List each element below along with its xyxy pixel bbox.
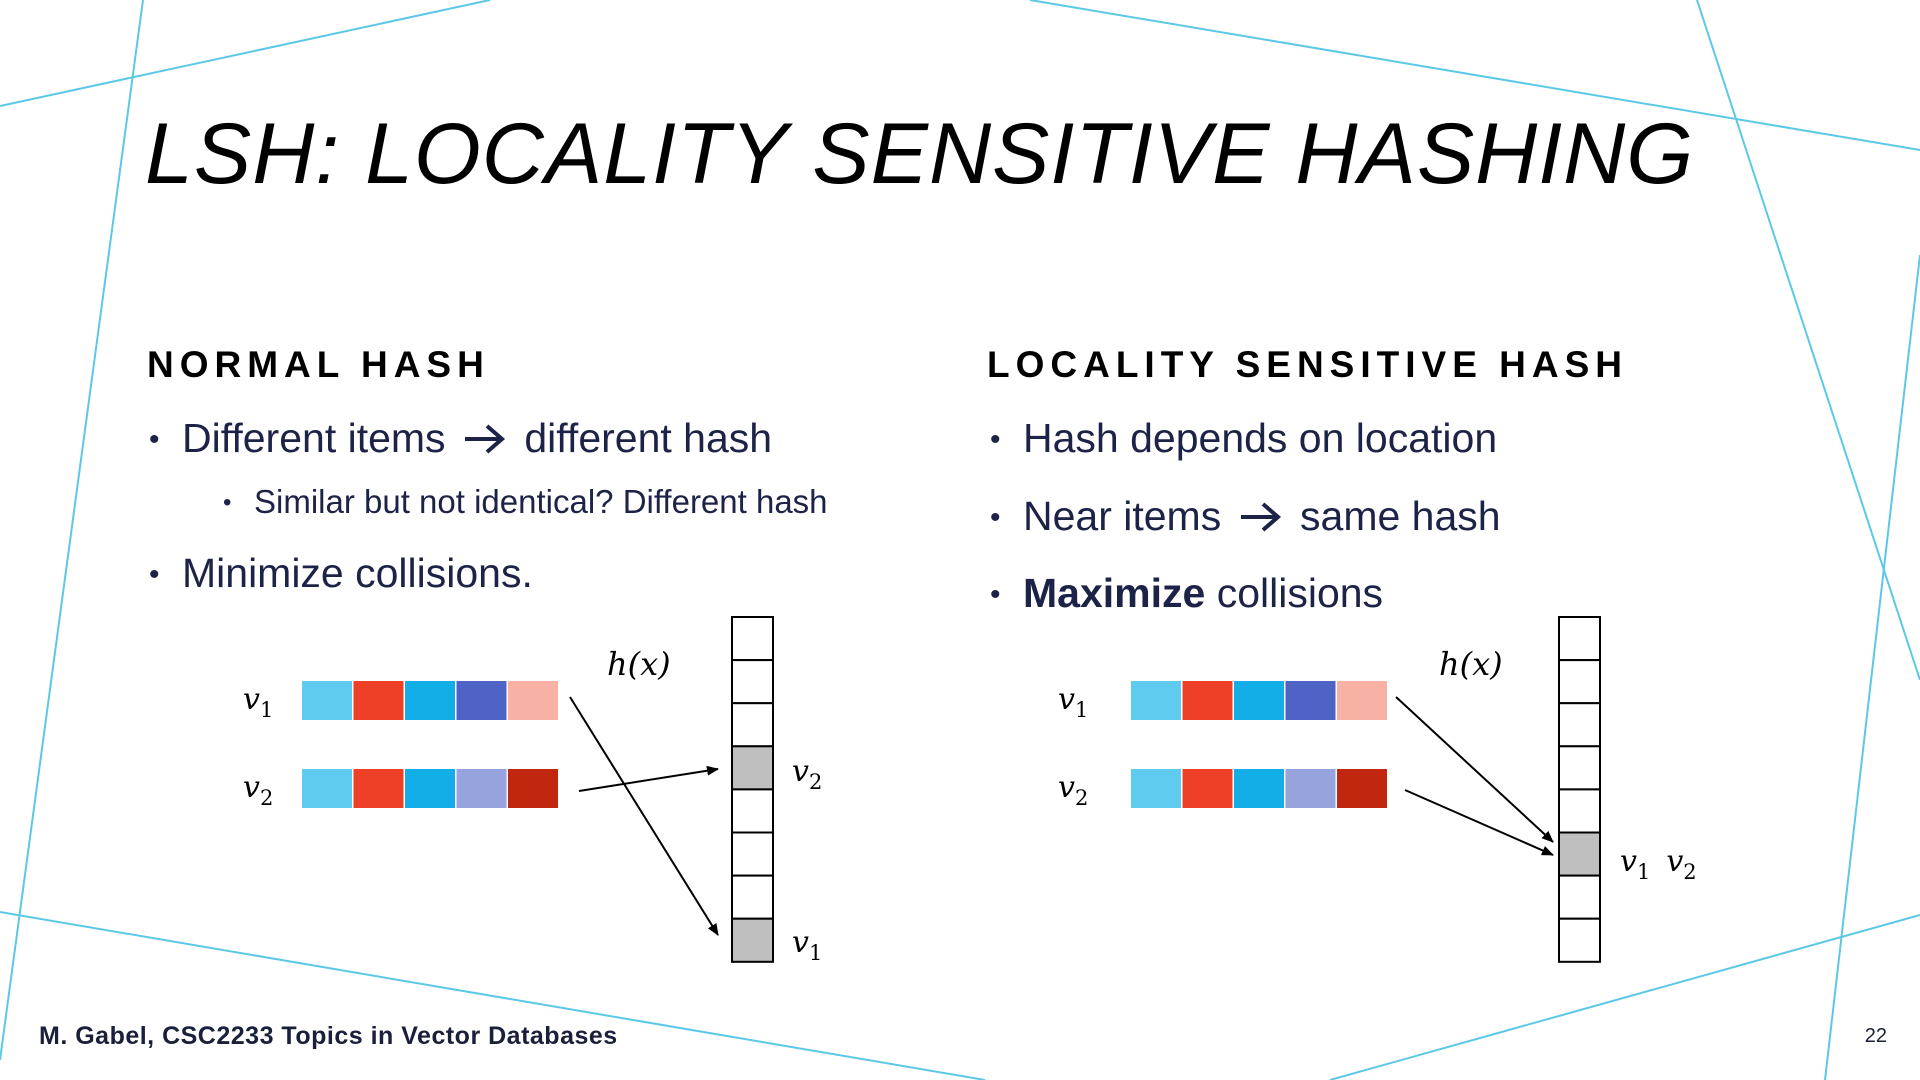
left-subbullet-1-text: Similar but not identical? Different has… xyxy=(254,483,828,520)
right-v2-hash-arrow xyxy=(1404,789,1554,856)
left-v2-vector xyxy=(302,769,558,808)
right-table-slot xyxy=(1558,745,1601,791)
right-v2-vector-cell xyxy=(1337,769,1387,808)
left-table-slot xyxy=(731,874,774,920)
slide-footer: M. Gabel, CSC2233 Topics in Vector Datab… xyxy=(39,1022,618,1050)
right-table-slot xyxy=(1558,702,1601,748)
deco-line xyxy=(1329,914,1920,1080)
left-v2-vector-cell xyxy=(353,769,404,808)
left-bullet-1-text-b: different hash xyxy=(524,415,773,461)
right-v1-vector-cell xyxy=(1131,681,1181,720)
right-bullet-3: • Maximize collisions xyxy=(990,570,1384,617)
left-table-slot xyxy=(731,616,774,662)
right-bullet-3-rest: collisions xyxy=(1205,570,1384,616)
left-bullet-2: • Minimize collisions. xyxy=(149,550,533,597)
left-v2-label: v2 xyxy=(243,770,273,810)
left-v1-hash-arrow xyxy=(569,696,719,936)
deco-line xyxy=(1696,0,1920,681)
right-heading: LOCALITY SENSITIVE HASH xyxy=(987,344,1628,385)
right-bullet-2: • Near items same hash xyxy=(990,493,1501,540)
left-hash-label: h(x) xyxy=(607,645,671,683)
left-subbullet-1: • Similar but not identical? Different h… xyxy=(223,483,828,521)
left-v2-vector-cell xyxy=(405,769,455,808)
right-hash-label: h(x) xyxy=(1439,645,1503,683)
deco-line xyxy=(1029,0,1920,151)
right-bullet-2-text-b: same hash xyxy=(1300,493,1501,539)
left-slot-label-v2: v2 xyxy=(792,754,822,794)
left-slot-label-v1: v1 xyxy=(792,925,822,965)
left-v1-vector-cell xyxy=(456,681,507,720)
bullet-dot: • xyxy=(990,423,1001,456)
right-table-slot xyxy=(1558,616,1601,662)
left-bullet-2-text: Minimize collisions. xyxy=(182,550,533,596)
right-v2-vector-cell xyxy=(1182,769,1233,808)
left-v2-vector-cell xyxy=(302,769,352,808)
left-heading: NORMAL HASH xyxy=(147,344,490,385)
bullet-dot: • xyxy=(990,501,1001,534)
right-table-slot xyxy=(1558,874,1601,920)
right-v1-hash-arrow xyxy=(1395,696,1554,843)
right-table-slot xyxy=(1558,831,1601,877)
right-v2-vector-cell xyxy=(1285,769,1336,808)
left-v1-vector-cell xyxy=(508,681,558,720)
right-v1-vector xyxy=(1131,681,1387,720)
deco-line xyxy=(1824,254,1920,1080)
right-v2-label: v2 xyxy=(1058,770,1088,810)
bullet-dot: • xyxy=(223,489,232,516)
right-v2-vector xyxy=(1131,769,1387,808)
left-v2-hash-arrow xyxy=(578,765,719,792)
left-v2-vector-cell xyxy=(456,769,507,808)
bullet-dot: • xyxy=(990,578,1001,611)
right-bullet-2-text-a: Near items xyxy=(1023,493,1222,539)
slide-title: LSH: LOCALITY SENSITIVE HASHING xyxy=(145,106,1695,202)
right-v2-vector-cell xyxy=(1131,769,1181,808)
right-v2-vector-cell xyxy=(1234,769,1284,808)
left-v1-vector-cell xyxy=(405,681,455,720)
right-v1-vector-cell xyxy=(1285,681,1336,720)
left-hash-table xyxy=(731,616,774,963)
right-v1-vector-cell xyxy=(1337,681,1387,720)
left-table-slot xyxy=(731,831,774,877)
left-v1-vector-cell xyxy=(353,681,404,720)
left-v1-label: v1 xyxy=(243,682,273,722)
right-table-slot xyxy=(1558,659,1601,705)
bullet-dot: • xyxy=(149,423,160,456)
right-arrow-icon xyxy=(464,424,506,454)
left-table-slot xyxy=(731,788,774,834)
deco-line xyxy=(0,911,986,1080)
right-bullet-1: • Hash depends on location xyxy=(990,415,1498,462)
deco-line xyxy=(0,0,491,107)
right-v1-vector-cell xyxy=(1182,681,1233,720)
right-bullet-3-bold: Maximize xyxy=(1023,570,1206,616)
right-bullet-1-text: Hash depends on location xyxy=(1023,415,1498,461)
right-table-slot xyxy=(1558,788,1601,834)
right-v1-vector-cell xyxy=(1234,681,1284,720)
left-bullet-1-text-a: Different items xyxy=(182,415,446,461)
left-table-slot xyxy=(731,702,774,748)
left-v2-vector-cell xyxy=(508,769,558,808)
left-table-slot xyxy=(731,745,774,791)
left-table-slot xyxy=(731,659,774,705)
right-table-slot xyxy=(1558,917,1601,963)
right-hash-table xyxy=(1558,616,1601,963)
deco-line xyxy=(0,0,144,1061)
left-v1-vector-cell xyxy=(302,681,352,720)
left-table-slot xyxy=(731,917,774,963)
normal-hash-diagram: v1 v2 h(x) v2 v1 xyxy=(243,616,822,965)
page-number: 22 xyxy=(1864,1025,1887,1047)
right-v1-label: v1 xyxy=(1058,682,1088,722)
bullet-dot: • xyxy=(149,558,160,591)
left-bullet-1: • Different items different hash xyxy=(149,415,773,462)
right-arrow-icon xyxy=(1240,502,1281,532)
left-v1-vector xyxy=(302,681,558,720)
